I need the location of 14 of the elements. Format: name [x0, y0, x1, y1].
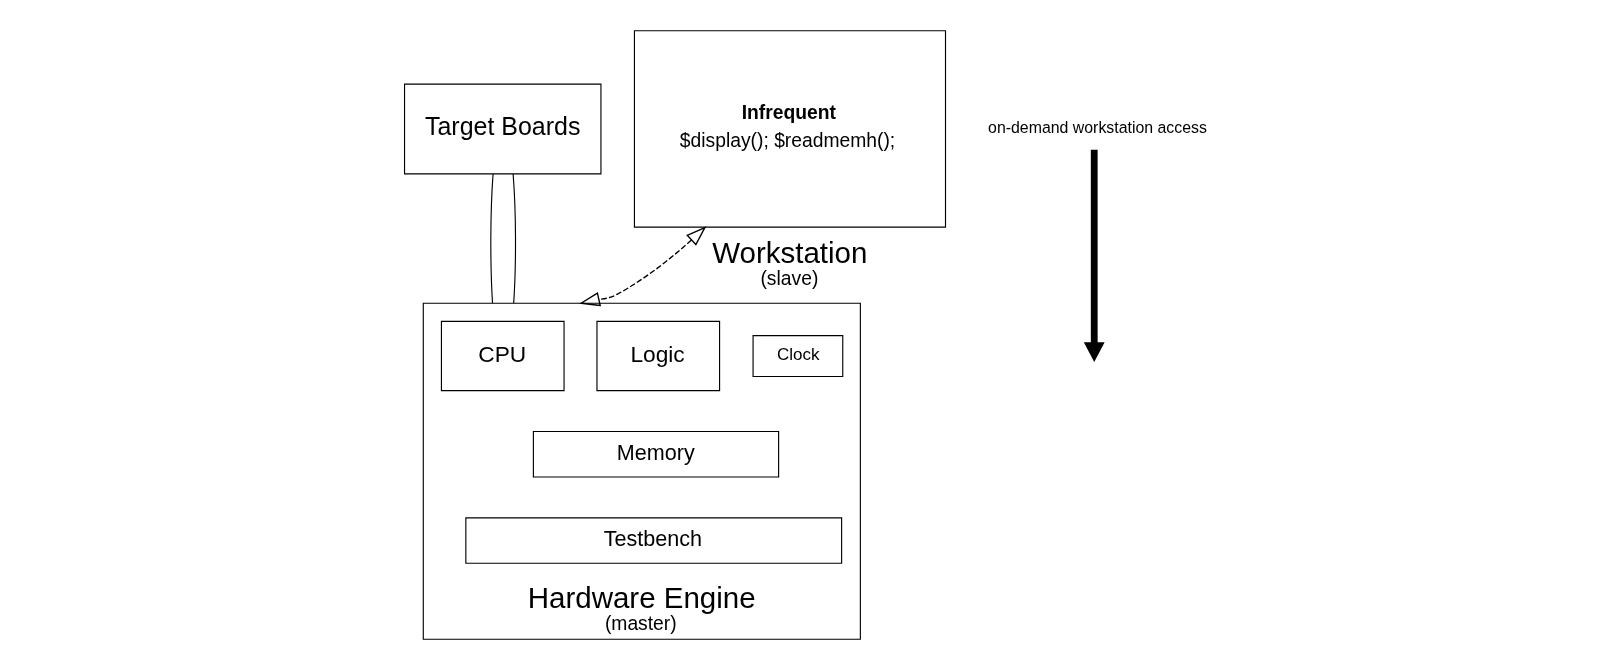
node-box: Logic: [595, 320, 720, 392]
arrow: [1083, 149, 1105, 363]
node-label: (slave): [759, 267, 818, 289]
arrow: [578, 226, 706, 307]
node-box: Clock: [752, 335, 843, 378]
connector: [512, 173, 516, 304]
node-box: Memory: [532, 430, 779, 478]
node-box: CPU: [440, 320, 565, 392]
connector: [489, 173, 494, 304]
node-box: Target Boards: [403, 83, 602, 175]
node-box: Infrequent $display(); $readmemh();: [633, 30, 946, 228]
node-text: on-demand workstation access: [987, 119, 1207, 137]
node-box: Testbench: [464, 517, 842, 564]
node-label: Workstation: [711, 236, 867, 270]
